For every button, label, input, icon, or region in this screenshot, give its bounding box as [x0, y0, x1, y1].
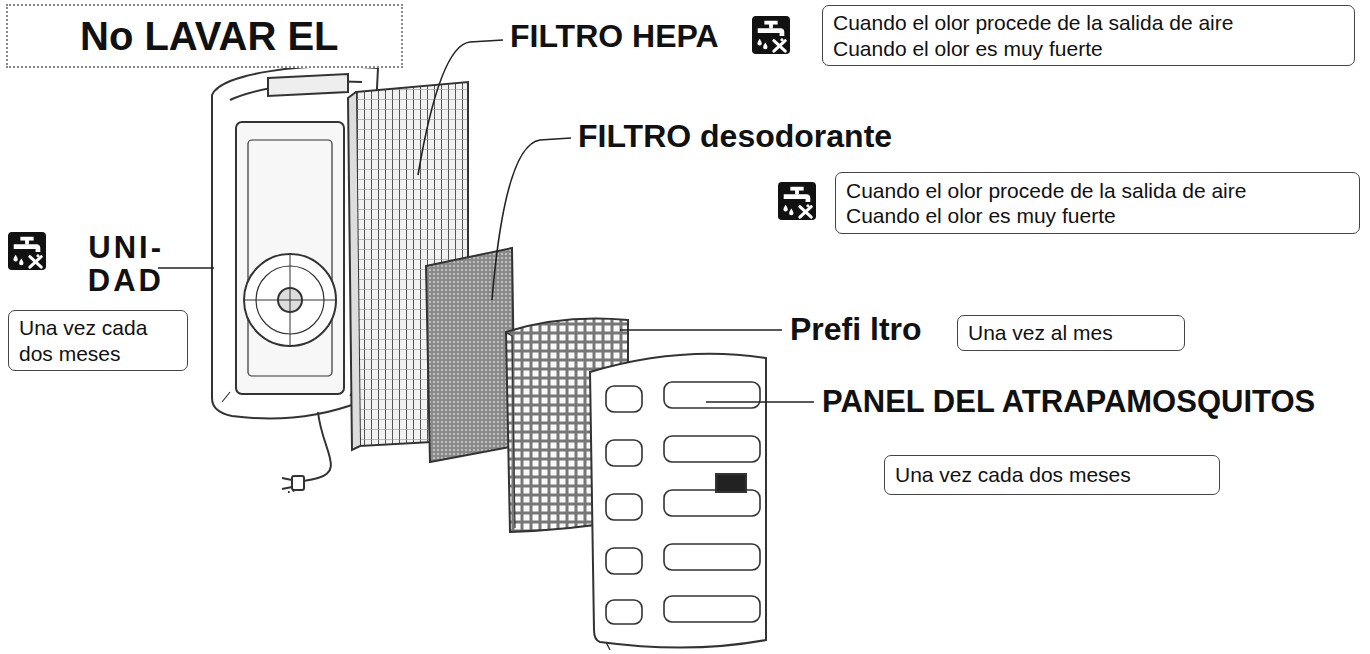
condition-note: Cuando el olor procede de la salida de a…: [822, 5, 1355, 66]
note-text: Cuando el olor procede de la salida de a…: [833, 10, 1344, 35]
deodorant-filter: [426, 248, 515, 462]
condition-note: Cuando el olor procede de la salida de a…: [835, 172, 1360, 234]
no-wash-icon: [778, 182, 816, 220]
note-text: Una vez al mes: [968, 320, 1174, 345]
frequency-note: Una vez cada dos meses: [884, 455, 1220, 495]
note-text: Cuando el olor es muy fuerte: [833, 36, 1344, 61]
note-text: Una vez cada dos meses: [19, 315, 177, 365]
part-name: FILTRO desodorante: [578, 120, 892, 154]
part-name: Prefi ltro: [790, 313, 922, 347]
no-wash-icon: [8, 232, 46, 270]
part-name: PANEL DEL ATRAPAMOSQUITOS: [822, 386, 1315, 419]
part-name: UNI- DAD: [46, 232, 164, 297]
note-text: Una vez cada dos meses: [895, 462, 1209, 487]
mosquito-panel: [590, 354, 766, 650]
leader-lines: [158, 40, 814, 402]
no-wash-icon: [752, 16, 790, 54]
part-name: FILTRO HEPA: [510, 20, 719, 54]
note-text: Cuando el olor es muy fuerte: [846, 203, 1349, 228]
note-text: No LAVAR EL: [80, 15, 383, 57]
note-text: Cuando el olor procede de la salida de a…: [846, 178, 1349, 203]
power-cord: [282, 412, 331, 492]
frequency-note: Una vez al mes: [957, 315, 1185, 351]
frequency-note: Una vez cada dos meses: [8, 310, 188, 371]
no-wash-box: No LAVAR EL: [6, 4, 403, 68]
